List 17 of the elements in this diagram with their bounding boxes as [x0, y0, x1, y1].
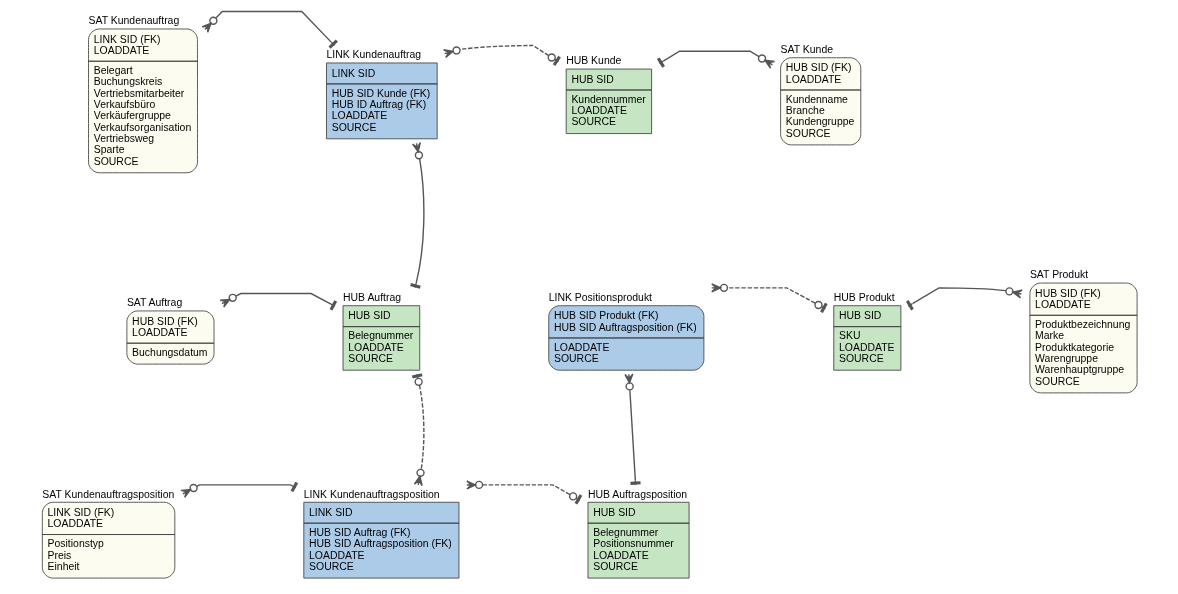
- connector: [409, 141, 425, 289]
- node-label: SAT Kundenauftrag: [88, 15, 179, 27]
- connector: [656, 50, 775, 69]
- connector: [179, 481, 298, 498]
- node-label: SAT Kunde: [780, 44, 833, 56]
- node-label: HUB Auftrag: [342, 292, 401, 304]
- node-label: SAT Auftrag: [126, 297, 182, 309]
- node-label: LINK Kundenauftragsposition: [303, 488, 440, 500]
- node-label: LINK Kundenauftrag: [325, 49, 421, 61]
- node-label: SAT Kundenauftragsposition: [41, 488, 174, 500]
- connector: [411, 373, 425, 487]
- node-label: LINK Positionsprodukt: [548, 292, 652, 304]
- connector: [218, 292, 337, 311]
- node-label: SAT Produkt: [1029, 269, 1088, 281]
- node-label: HUB Auftragsposition: [587, 488, 687, 500]
- node-label: HUB Produkt: [833, 292, 895, 304]
- node-label: HUB Kunde: [565, 55, 621, 67]
